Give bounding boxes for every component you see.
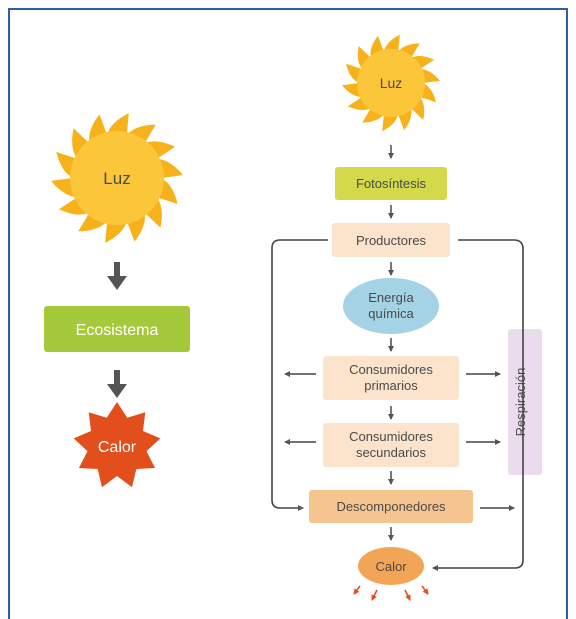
side-arrows — [284, 371, 515, 511]
primarios-label-1: Consumidores — [349, 362, 433, 377]
right-sun-label: Luz — [380, 75, 403, 91]
primarios-box: Consumidores primarios — [323, 356, 459, 400]
left-arrow-2 — [107, 370, 127, 398]
ecosistema-label: Ecosistema — [76, 322, 159, 339]
left-sun-label: Luz — [103, 169, 130, 188]
right-sun: Luz — [342, 34, 440, 132]
productores-label: Productores — [356, 233, 427, 248]
primarios-label-2: primarios — [364, 378, 418, 393]
productores-box: Productores — [332, 223, 450, 257]
fotosintesis-box: Fotosíntesis — [335, 167, 447, 200]
descomponedores-label: Descomponedores — [336, 499, 446, 514]
secundarios-label-1: Consumidores — [349, 429, 433, 444]
calor-burst-label: Calor — [98, 439, 137, 456]
frame-border — [8, 8, 568, 619]
calor-burst: Calor — [73, 402, 161, 488]
left-sun: Luz — [51, 113, 183, 243]
calor-ellipse-label: Calor — [375, 559, 407, 574]
descomponedores-box: Descomponedores — [309, 490, 473, 523]
ecosistema-box: Ecosistema — [44, 306, 190, 352]
loop-left — [271, 239, 328, 511]
energia-ellipse: Energía química — [343, 278, 439, 334]
heat-arrows — [353, 585, 429, 601]
secundarios-label-2: secundarios — [356, 445, 427, 460]
calor-ellipse: Calor — [358, 547, 424, 585]
loop-right — [432, 239, 524, 571]
left-arrow-1 — [107, 262, 127, 290]
respiracion-label: Respiración — [513, 368, 528, 437]
fotosintesis-label: Fotosíntesis — [356, 176, 427, 191]
secundarios-box: Consumidores secundarios — [323, 423, 459, 467]
respiracion-box: Respiración — [508, 329, 542, 475]
energia-label-1: Energía — [368, 290, 414, 305]
energia-label-2: química — [368, 306, 414, 321]
